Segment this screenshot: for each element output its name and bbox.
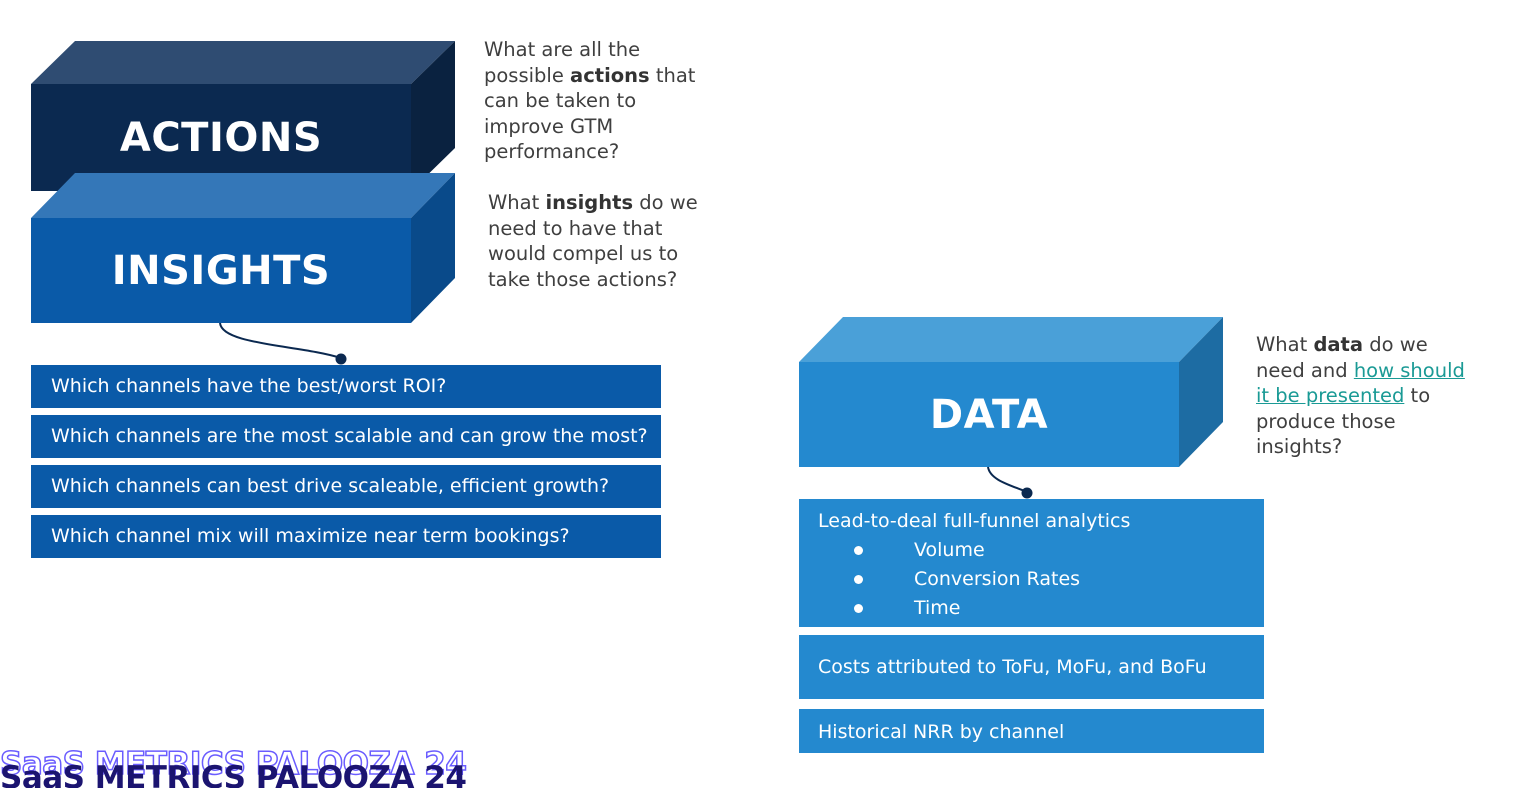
data-question-pre: What xyxy=(1256,333,1314,356)
logo-outline-text: SaaS METRICS PALOOZA 24 xyxy=(0,750,468,783)
actions-question-post: that can be taken to improve GTM perform… xyxy=(484,63,696,164)
logo-solid-text: SaaS METRICS PALOOZA 24 xyxy=(0,760,467,788)
funnel-analytics-bar: Lead-to-deal full-funnel analytics Volum… xyxy=(799,499,1264,627)
data-connector xyxy=(987,466,1028,493)
insight-question-bar: Which channels can best drive scaleable,… xyxy=(31,465,661,508)
nrr-bar: Historical NRR by channel xyxy=(799,709,1264,753)
insights-label: INSIGHTS xyxy=(31,218,411,323)
actions-question-bold: actions xyxy=(570,63,650,87)
data-question-mid: do we need and xyxy=(1256,333,1428,382)
data-block-shading xyxy=(799,317,1223,467)
list-item-label: Conversion Rates xyxy=(914,568,1081,590)
funnel-metrics-list: Volume Conversion Rates Time xyxy=(818,536,1264,623)
insights-connector-dot xyxy=(335,353,347,365)
insights-question-post: do we need to have that would compel us … xyxy=(488,191,698,291)
saas-metrics-palooza-logo: SaaS METRICS PALOOZA 24 SaaS METRICS PAL… xyxy=(0,750,480,788)
bullet-icon xyxy=(854,575,863,584)
list-item-label: Volume xyxy=(914,539,985,561)
list-item: Conversion Rates xyxy=(818,565,1264,594)
insight-question-bar: Which channels have the best/worst ROI? xyxy=(31,365,661,408)
actions-block: ACTIONS xyxy=(31,41,455,191)
insight-question-bar: Which channels are the most scalable and… xyxy=(31,415,661,458)
insights-connector xyxy=(219,322,342,359)
data-question-bold: data xyxy=(1313,333,1364,356)
insights-question-bold: insights xyxy=(545,191,634,214)
insight-question-bar: Which channel mix will maximize near ter… xyxy=(31,515,661,558)
data-label: DATA xyxy=(799,362,1179,467)
list-item-label: Time xyxy=(914,597,961,619)
actions-question: What are all the possible actions that c… xyxy=(484,37,699,165)
insights-question: What insights do we need to have that wo… xyxy=(488,190,703,292)
actions-question-pre: What are all the possible xyxy=(484,38,641,87)
data-block: DATA xyxy=(799,317,1223,467)
data-question-post: to produce those insights? xyxy=(1256,384,1431,458)
insights-question-pre: What xyxy=(488,191,546,214)
list-item: Volume xyxy=(818,536,1264,565)
data-question: What data do we need and how should it b… xyxy=(1256,332,1471,460)
insights-block: INSIGHTS xyxy=(31,173,455,323)
list-item: Time xyxy=(818,594,1264,623)
actions-block-shading xyxy=(31,41,455,191)
presentation-link[interactable]: how should it be presented xyxy=(1256,358,1465,408)
insights-block-shading xyxy=(31,173,455,323)
funnel-analytics-title: Lead-to-deal full-funnel analytics xyxy=(818,510,1131,532)
costs-bar: Costs attributed to ToFu, MoFu, and BoFu xyxy=(799,635,1264,699)
data-connector-dot xyxy=(1021,487,1033,499)
bullet-icon xyxy=(854,604,863,613)
bullet-icon xyxy=(854,546,863,555)
